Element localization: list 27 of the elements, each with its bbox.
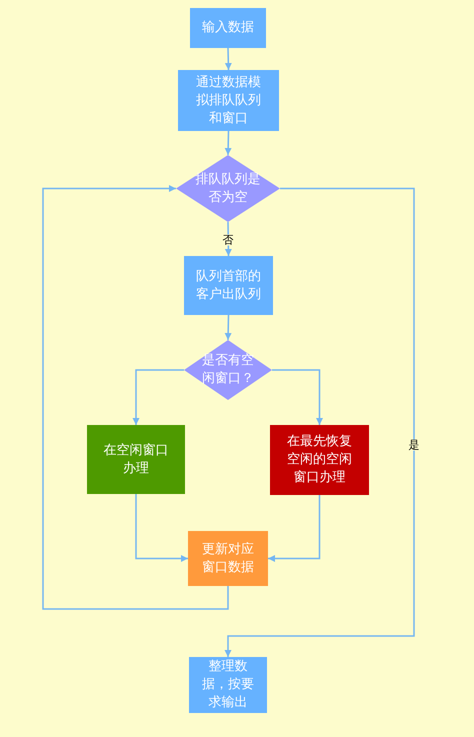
node-text: 更新对应窗口数据 <box>201 540 255 576</box>
process-box <box>184 256 273 315</box>
node-text: 整理数据，按要求输出 <box>201 658 255 712</box>
node-text: 在最先恢复空闲的空闲窗口办理 <box>286 433 353 487</box>
output-box <box>189 657 267 713</box>
process-box <box>87 425 185 494</box>
arrow <box>224 188 415 657</box>
process-box <box>188 531 268 586</box>
process-box <box>178 70 279 131</box>
node-text: 是否有空闲窗口？ <box>201 352 255 388</box>
edge-label: 是 <box>408 440 420 450</box>
arrow <box>272 369 323 425</box>
arrow <box>224 314 232 340</box>
node-text: 队列首部的客户出队列 <box>196 268 261 304</box>
input-box <box>190 8 266 48</box>
arrow <box>132 369 184 425</box>
process-box <box>270 425 369 495</box>
node-text: 通过数据模拟排队队列和窗口 <box>195 74 262 128</box>
arrow <box>42 185 229 610</box>
arrow <box>268 495 320 562</box>
node-text: 输入数据 <box>202 19 254 37</box>
arrow <box>224 48 232 70</box>
node-text: 在空闲窗口办理 <box>102 442 170 478</box>
arrow <box>135 494 188 562</box>
edge-label: 否 <box>222 234 234 246</box>
node-text: 排队队列是否为空 <box>194 170 262 206</box>
arrow <box>224 130 232 156</box>
